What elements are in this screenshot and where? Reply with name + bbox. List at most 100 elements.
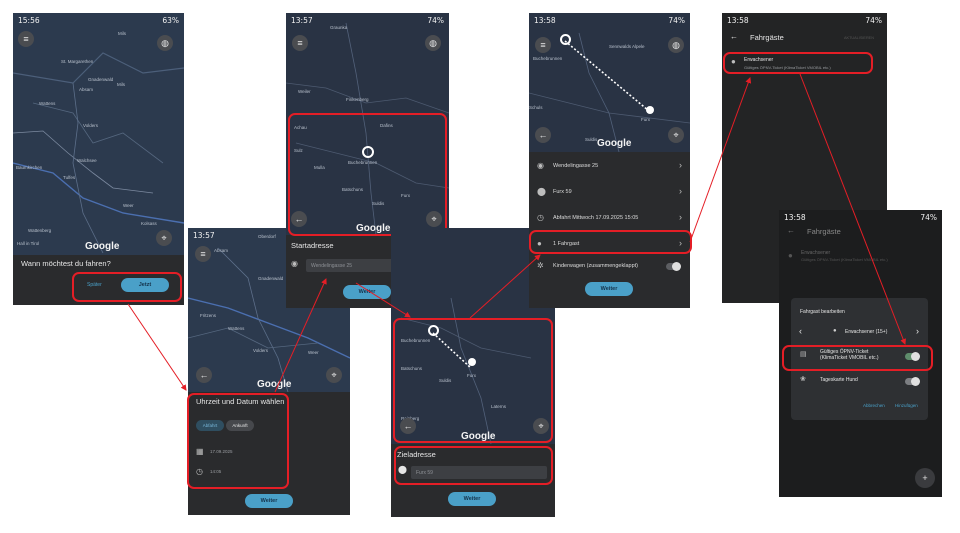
stroller-toggle[interactable] bbox=[666, 262, 681, 271]
status-battery: 74% bbox=[427, 15, 444, 25]
map-route bbox=[529, 32, 690, 152]
add-icon[interactable]: + bbox=[915, 468, 935, 488]
later-button[interactable]: Später bbox=[87, 282, 102, 288]
time-field[interactable]: 14:05 bbox=[210, 469, 222, 474]
location-icon[interactable]: ⌖ bbox=[533, 418, 549, 434]
next-button[interactable]: Weiter bbox=[585, 282, 633, 296]
arrow bbox=[689, 77, 752, 243]
passenger-row[interactable]: ● 1 Fahrgast › bbox=[529, 232, 690, 256]
map-view[interactable]: Buchebrunnen Sennwalds Alpele Schuls Sul… bbox=[529, 13, 690, 152]
google-logo: Google bbox=[356, 223, 391, 234]
map-label: Suldis bbox=[372, 201, 385, 206]
passenger-title: Erwachsener bbox=[801, 250, 831, 256]
menu-button[interactable]: ≡ bbox=[18, 31, 34, 47]
status-bar: 13:57 74% bbox=[286, 13, 449, 27]
map-label: Kolsass bbox=[141, 221, 157, 226]
person-icon: ● bbox=[833, 328, 837, 334]
back-icon[interactable]: ← bbox=[535, 127, 551, 143]
page-title: Fahrgäste bbox=[750, 33, 784, 42]
arrow bbox=[355, 282, 411, 318]
location-icon[interactable]: ⌖ bbox=[326, 367, 342, 383]
map-label: Baumkirchen bbox=[16, 165, 43, 170]
location-icon[interactable]: ⌖ bbox=[426, 211, 442, 227]
location-icon[interactable]: ⌖ bbox=[668, 127, 684, 143]
map-route bbox=[400, 297, 532, 444]
status-bar: 13:58 74% bbox=[779, 210, 942, 224]
globe-icon[interactable]: ◍ bbox=[425, 35, 441, 51]
edit-passenger-dialog: Fahrgast bearbeiten ‹ ● Erwachsener (15+… bbox=[791, 298, 928, 420]
next-button[interactable]: Weiter bbox=[448, 492, 496, 506]
map-view[interactable]: Graunka Weiler Finkenberg Achau Dafins S… bbox=[286, 13, 449, 235]
arrow bbox=[469, 254, 541, 319]
location-icon[interactable]: ⌖ bbox=[156, 230, 172, 246]
map-view[interactable]: Buchebrunnen Batschuns Suldis Furx Later… bbox=[391, 228, 555, 444]
map-roads bbox=[286, 22, 449, 235]
map-label: Weiler bbox=[298, 89, 311, 94]
destination-row[interactable]: ⬤ Furx 59 › bbox=[529, 180, 690, 204]
map-label: Schuls bbox=[529, 105, 543, 110]
destination-input[interactable]: Furx 59 bbox=[411, 466, 547, 479]
back-icon[interactable]: ← bbox=[291, 211, 307, 227]
map-label: Furx bbox=[401, 193, 410, 198]
bottom-sheet: Wann möchtest du fahren? Später Jetzt bbox=[13, 255, 184, 305]
passenger-title[interactable]: Erwachsener bbox=[744, 57, 774, 63]
chevron-right-icon: › bbox=[679, 238, 682, 248]
origin-pin-icon bbox=[560, 34, 571, 45]
status-bar: 13:58 74% bbox=[529, 13, 690, 27]
next-button[interactable]: Weiter bbox=[343, 285, 391, 299]
map-label: Batschuns bbox=[401, 366, 423, 371]
back-arrow-icon[interactable]: ← bbox=[787, 226, 795, 235]
screen-when-to-travel: 15:56 63% Mils St. Margarethen Gnadenwal… bbox=[13, 13, 184, 305]
update-button[interactable]: AKTUALISIEREN bbox=[844, 36, 874, 40]
status-bar: 15:56 63% bbox=[13, 13, 184, 27]
screen-trip-summary: 13:58 74% Buchebrunnen Sennwalds Alpele … bbox=[529, 13, 690, 308]
row-label: Abfahrt Mittwoch 17.09.2025 15:05 bbox=[553, 215, 639, 221]
highlight-box bbox=[723, 52, 873, 74]
pin-icon: ⬤ bbox=[537, 187, 546, 196]
chevron-right-icon: › bbox=[679, 160, 682, 170]
arrive-toggle[interactable]: Ankunft bbox=[226, 420, 254, 431]
map-label: Suldis bbox=[439, 378, 452, 383]
menu-button[interactable]: ≡ bbox=[195, 246, 211, 262]
globe-icon[interactable]: ◍ bbox=[157, 35, 173, 51]
stroller-row[interactable]: ✲ Kinderwagen (zusammengeklappt) bbox=[529, 254, 690, 278]
globe-icon[interactable]: ◍ bbox=[668, 37, 684, 53]
now-button[interactable]: Jetzt bbox=[121, 278, 169, 292]
back-icon[interactable]: ← bbox=[400, 418, 416, 434]
map-label: Weer bbox=[123, 203, 134, 208]
date-field[interactable]: 17.09.2025 bbox=[210, 449, 233, 454]
origin-row[interactable]: ◉ Wendelingasse 25 › bbox=[529, 154, 690, 178]
status-bar: 13:58 74% bbox=[722, 13, 887, 27]
cancel-button[interactable]: Abbrechen bbox=[863, 403, 885, 408]
menu-button[interactable]: ≡ bbox=[292, 35, 308, 51]
origin-icon: ◉ bbox=[291, 259, 298, 268]
ticket-label: Gültiges ÖPNV-Ticket (KlimaTicket VMOBIL… bbox=[820, 349, 879, 361]
bottom-sheet: Zieladresse ⬤ Furx 59 Weiter bbox=[391, 444, 555, 517]
dog-toggle[interactable] bbox=[905, 377, 920, 386]
origin-pin-icon bbox=[428, 325, 439, 336]
chevron-left-icon[interactable]: ‹ bbox=[799, 326, 802, 336]
person-icon: ● bbox=[731, 57, 736, 66]
dog-label: Tageskarte Hund bbox=[820, 377, 858, 383]
ticket-toggle[interactable] bbox=[905, 352, 920, 361]
back-icon[interactable]: ← bbox=[196, 367, 212, 383]
highlight-box bbox=[187, 393, 289, 489]
chevron-right-icon[interactable]: › bbox=[916, 326, 919, 336]
map-label: Dafins bbox=[380, 123, 393, 128]
add-button[interactable]: Hinzufügen bbox=[895, 403, 918, 408]
map-label: Absam bbox=[214, 248, 229, 253]
back-arrow-icon[interactable]: ← bbox=[730, 32, 738, 41]
map-label: Suldis bbox=[585, 137, 598, 142]
highlight-box bbox=[394, 446, 553, 485]
status-time: 13:58 bbox=[534, 15, 556, 25]
menu-button[interactable]: ≡ bbox=[535, 37, 551, 53]
status-time: 15:56 bbox=[18, 15, 40, 25]
highlight-box bbox=[393, 318, 553, 443]
map-view[interactable]: Oberdorf Absam Gnadenwald Fritzens Watte… bbox=[188, 228, 350, 392]
depart-toggle[interactable]: Abfahrt bbox=[196, 420, 224, 431]
map-view[interactable]: Mils St. Margarethen Gnadenwald Absam Mi… bbox=[13, 13, 184, 255]
passenger-type: Erwachsener (15+) bbox=[845, 329, 888, 335]
next-button[interactable]: Weiter bbox=[245, 494, 293, 508]
departure-row[interactable]: ◷ Abfahrt Mittwoch 17.09.2025 15:05 › bbox=[529, 206, 690, 230]
sheet-title: Uhrzeit und Datum wählen bbox=[196, 397, 285, 406]
